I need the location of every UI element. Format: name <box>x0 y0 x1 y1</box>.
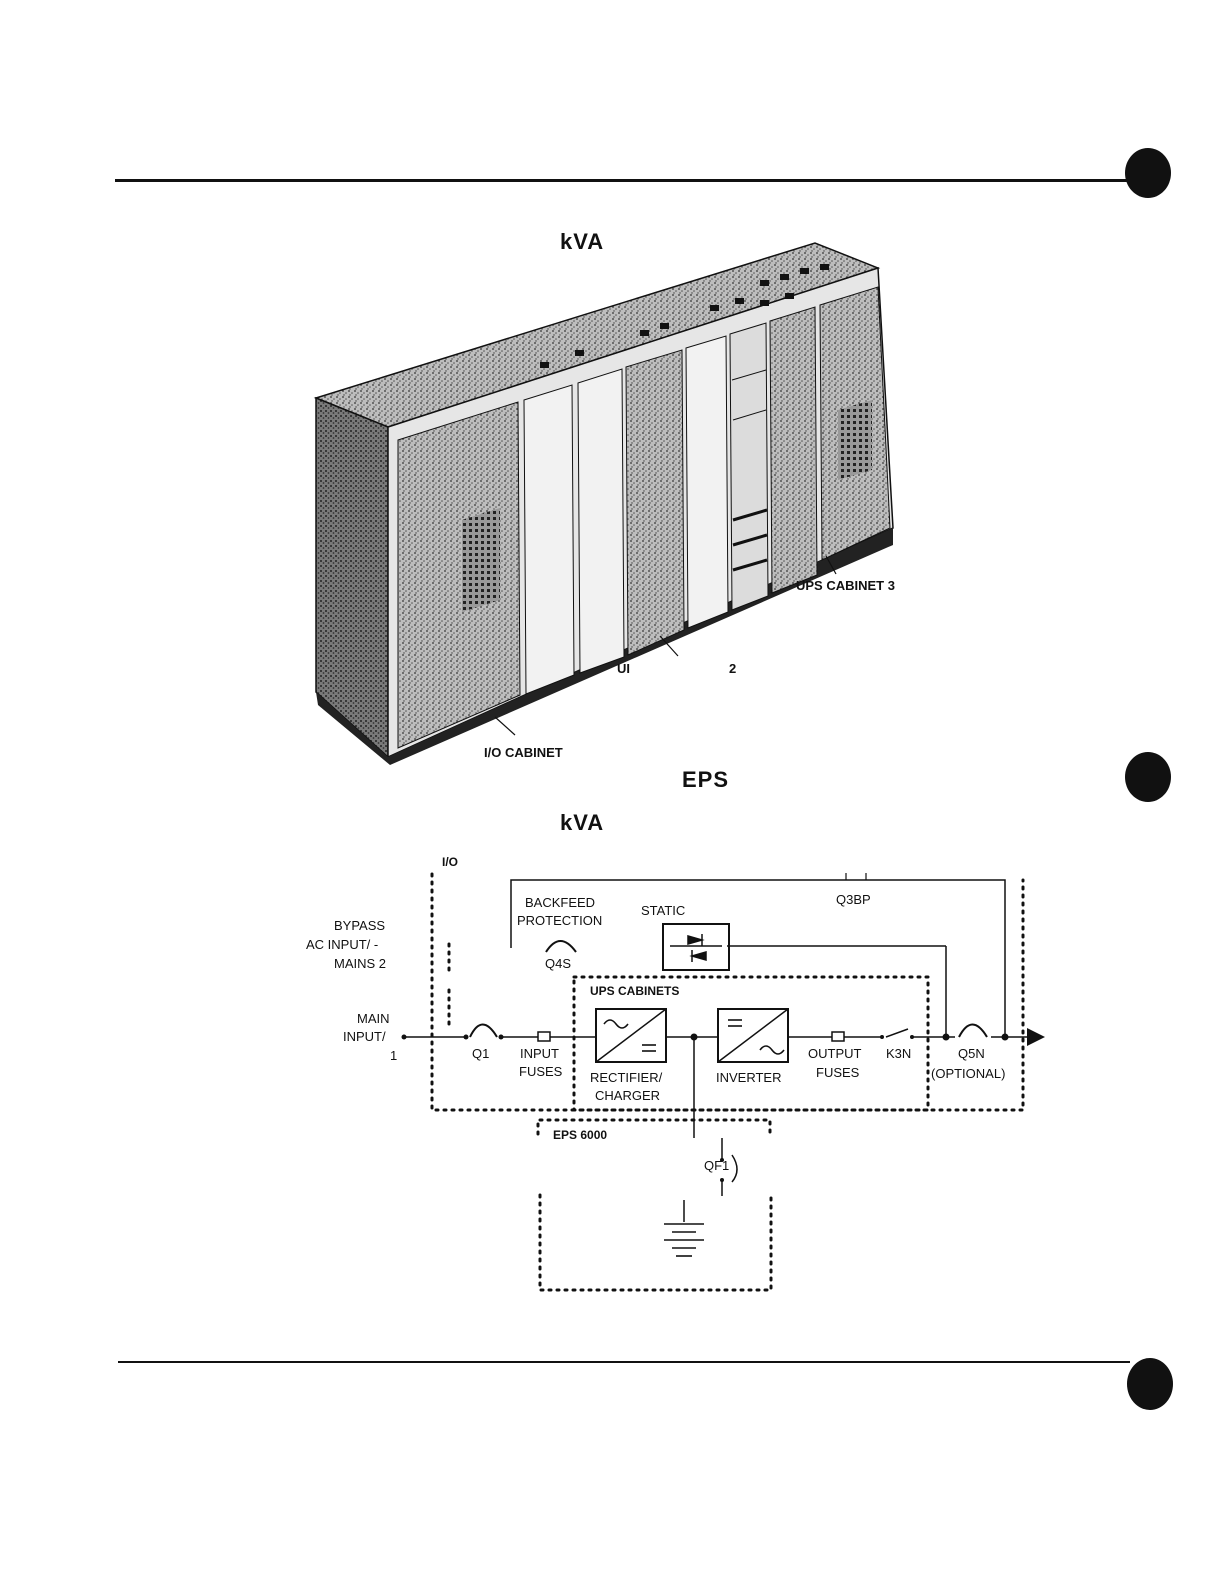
q4s-breaker <box>546 941 576 952</box>
main-input-line2: INPUT/ <box>343 1029 386 1044</box>
eps-6000-label: EPS 6000 <box>553 1128 607 1142</box>
rectifier-label-line1: RECTIFIER/ <box>590 1070 663 1085</box>
q1-breaker <box>470 1025 497 1038</box>
main-input-line1: MAIN <box>357 1011 390 1026</box>
battery-boundary <box>540 1195 771 1290</box>
bypass-label-line1: BYPASS <box>334 918 385 933</box>
backfeed-label-line2: PROTECTION <box>517 913 602 928</box>
input-fuses-line1: INPUT <box>520 1046 559 1061</box>
q5n-optional-label: (OPTIONAL) <box>931 1066 1005 1081</box>
input-fuses-line2: FUSES <box>519 1064 563 1079</box>
main-input-line3: 1 <box>390 1048 397 1063</box>
output-arrow <box>1027 1028 1045 1046</box>
q4s-label: Q4S <box>545 956 571 971</box>
output-fuses-line1: OUTPUT <box>808 1046 862 1061</box>
output-fuse <box>832 1032 844 1041</box>
ups-cabinets-label: UPS CABINETS <box>590 984 679 998</box>
qf1-breaker <box>732 1155 737 1182</box>
bypass-label-line2: AC INPUT/ - <box>306 937 378 952</box>
output-fuses-line2: FUSES <box>816 1065 860 1080</box>
static-label: STATIC <box>641 903 685 918</box>
qf1-label: QF1 <box>704 1158 729 1173</box>
input-fuse <box>538 1032 550 1041</box>
bypass-label-line3: MAINS 2 <box>334 956 386 971</box>
q5n-label: Q5N <box>958 1046 985 1061</box>
q1-label: Q1 <box>472 1046 489 1061</box>
q5n-breaker <box>959 1025 987 1038</box>
inverter-label: INVERTER <box>716 1070 782 1085</box>
io-label: I/O <box>442 855 458 869</box>
q3bp-label: Q3BP <box>836 892 871 907</box>
static-switch-box <box>663 924 729 970</box>
k3n-contact <box>886 1029 908 1037</box>
backfeed-label-line1: BACKFEED <box>525 895 595 910</box>
rectifier-label-line2: CHARGER <box>595 1088 660 1103</box>
k3n-label: K3N <box>886 1046 911 1061</box>
